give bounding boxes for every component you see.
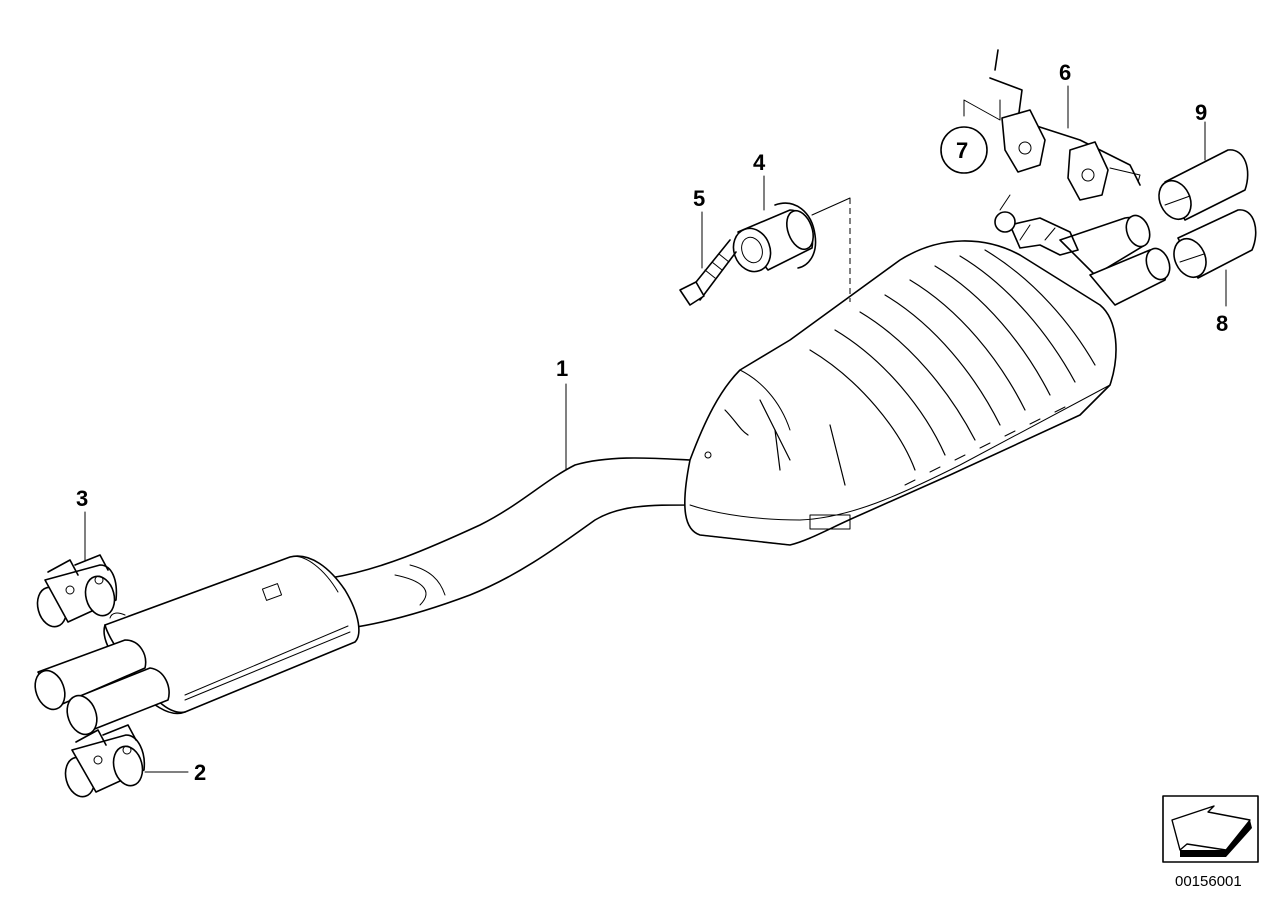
callout-labels: 1 2 3 4 5 6 7 8 9 xyxy=(76,60,1228,785)
rear-silencer xyxy=(684,240,1117,546)
callout-2: 2 xyxy=(194,760,206,785)
callout-5: 5 xyxy=(693,186,705,211)
tailpipe-trim-part-9 xyxy=(1158,149,1249,221)
connecting-pipe xyxy=(329,457,691,629)
leader-lines xyxy=(84,85,1227,773)
diagram-code: 00156001 xyxy=(1175,873,1242,890)
callout-4: 4 xyxy=(753,150,766,175)
callout-6: 6 xyxy=(1059,60,1071,85)
clamp-part-3 xyxy=(36,554,118,628)
leader-7 xyxy=(963,99,1001,121)
rear-mount-bracket xyxy=(1009,217,1079,256)
callout-3: 3 xyxy=(76,486,88,511)
hanger-part-6 xyxy=(989,49,1141,201)
leader-4-ext xyxy=(811,197,851,216)
callout-9: 9 xyxy=(1195,100,1207,125)
callout-1: 1 xyxy=(556,356,568,381)
exhaust-assembly xyxy=(34,194,1171,736)
bolt-part-5 xyxy=(679,239,737,306)
bushing-part-4 xyxy=(732,202,817,273)
callout-8: 8 xyxy=(1216,311,1228,336)
direction-arrow-icon xyxy=(1171,805,1252,857)
callout-7: 7 xyxy=(956,138,968,163)
clamp-part-2 xyxy=(64,724,146,798)
callout-7-circle xyxy=(940,126,988,174)
tailpipe-trim-part-8 xyxy=(1173,209,1257,279)
orientation-box: 00156001 xyxy=(1162,795,1259,890)
